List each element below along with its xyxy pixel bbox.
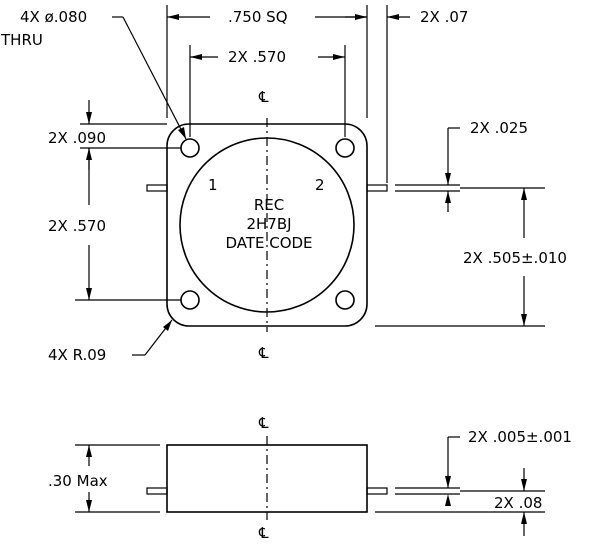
side-centerline-symbol-top: ℄ — [258, 414, 269, 432]
pin-left — [146, 184, 168, 192]
pin-2-label: 2 — [315, 176, 325, 194]
dim-hole-spacing-h: 2X .570 — [189, 45, 346, 137]
dim-hole-label: 4X ø.080 — [20, 8, 87, 26]
dim-width-sq: .750 SQ — [166, 5, 368, 118]
side-pin-left — [146, 487, 168, 495]
dim-radius-label: 4X R.09 — [48, 346, 106, 364]
side-centerline-symbol-bottom: ℄ — [258, 524, 269, 542]
dim-hole-spacing-v-label: 2X .570 — [48, 217, 106, 235]
dim-pin-height: 2X .505±.010 — [375, 187, 567, 327]
dim-pin-thickness: 2X .005±.001 — [395, 428, 572, 506]
mounting-hole-tr — [335, 138, 355, 158]
dim-width-sq-label: .750 SQ — [228, 8, 288, 26]
dim-corner-radius: 4X R.09 — [48, 319, 173, 364]
dim-pin-thickness-label: 2X .005±.001 — [468, 428, 572, 446]
side-pin-right — [366, 487, 388, 495]
dim-hole-thru-label: THRU — [0, 31, 43, 49]
dim-side-height: .30 Max — [48, 444, 160, 513]
dim-pin-offset: 2X .08 — [375, 468, 545, 536]
mounting-hole-tl — [180, 138, 200, 158]
dim-pin-width-label: 2X .025 — [470, 119, 528, 137]
dim-pin-width: 2X .025 — [395, 119, 528, 212]
pin-right — [366, 184, 388, 192]
side-view: ℄ ℄ .30 Max 2X .005±.001 — [48, 414, 572, 542]
top-view: ℄ ℄ 1 2 REC 2H7BJ DATE CODE .750 SQ 2X .… — [0, 5, 567, 364]
dim-pin-length: 2X .07 — [345, 5, 468, 183]
centerline-symbol-top: ℄ — [258, 88, 269, 106]
marking-line-2: 2H7BJ — [246, 215, 291, 233]
mounting-hole-br — [335, 290, 355, 310]
dim-side-height-label: .30 Max — [48, 472, 108, 490]
dim-hole-edge: 2X .090 — [48, 100, 181, 170]
dim-pin-offset-label: 2X .08 — [494, 494, 542, 512]
dim-hole-spacing-v: 2X .570 — [48, 148, 181, 301]
dim-hole-diameter: 4X ø.080 THRU — [0, 8, 187, 140]
marking-line-1: REC — [254, 196, 284, 214]
dim-pin-height-label: 2X .505±.010 — [463, 249, 567, 267]
marking-line-3: DATE CODE — [225, 234, 312, 252]
dim-pin-length-label: 2X .07 — [420, 8, 468, 26]
dim-hole-edge-label: 2X .090 — [48, 129, 106, 147]
mounting-hole-bl — [180, 290, 200, 310]
pin-1-label: 1 — [208, 176, 218, 194]
centerline-symbol-bottom: ℄ — [258, 344, 269, 362]
dim-hole-spacing-h-label: 2X .570 — [228, 48, 286, 66]
